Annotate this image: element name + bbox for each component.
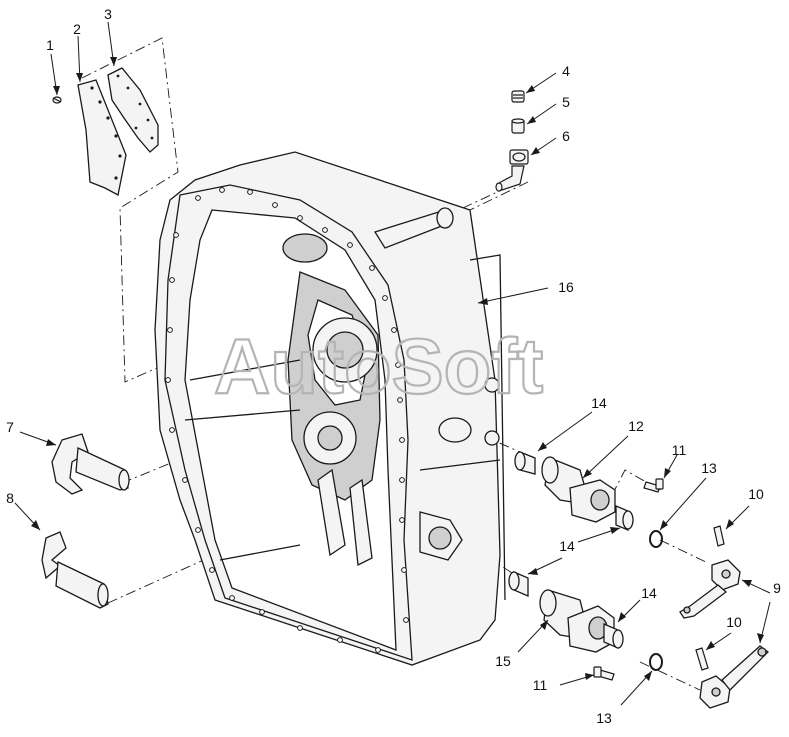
housing-part-16 [154,151,506,666]
retaining-ring-part-13 [649,530,663,671]
callout-14-upper: 14 [591,395,607,411]
callout-11-upper: 11 [672,442,687,458]
cover-plate-bolt-holes [90,86,122,180]
callout-14-middle: 14 [559,538,575,554]
gasket-bolt-holes [116,74,154,140]
callout-labels: 1 2 3 4 5 6 16 7 8 14 12 11 13 10 14 9 1… [6,6,781,726]
shift-shaft-part-7 [51,433,130,495]
cap-screw-part-11 [593,478,664,681]
callout-7: 7 [6,419,14,435]
callout-5: 5 [562,94,570,110]
callout-14-lower: 14 [641,585,657,601]
callout-4: 4 [562,63,570,79]
cover-plate-part-2 [77,79,127,196]
callout-6: 6 [562,128,570,144]
callout-2: 2 [73,21,81,37]
callout-11-lower: 11 [533,677,548,693]
callout-16: 16 [558,279,574,295]
callout-9: 9 [773,580,781,596]
pin-part-10 [695,525,725,671]
callout-13-upper: 13 [701,460,717,476]
screw-part-1 [52,96,62,104]
callout-1: 1 [46,37,54,53]
callout-12: 12 [628,418,644,434]
callout-15: 15 [495,653,511,669]
adapter-part-5 [511,118,525,134]
callout-3: 3 [104,6,112,22]
callout-8: 8 [6,490,14,506]
needle-bearing-part-14 [508,451,634,649]
gasket-part-3 [107,67,159,153]
bearing-housing-part-12 [541,456,616,523]
shift-shaft-part-8 [41,531,109,609]
watermark-text: AutoSoft [214,322,543,410]
housing-bolt-holes [165,187,409,653]
callout-10-lower: 10 [726,614,742,630]
bearing-housing-part-15 [539,589,615,653]
callout-10-upper: 10 [748,486,764,502]
shift-lever-part-9 [679,559,769,709]
leader-arrowheads [31,57,764,681]
callout-13-lower: 13 [596,710,612,726]
breather-cap-part-4 [511,90,525,103]
elbow-fitting-part-6 [495,149,529,192]
